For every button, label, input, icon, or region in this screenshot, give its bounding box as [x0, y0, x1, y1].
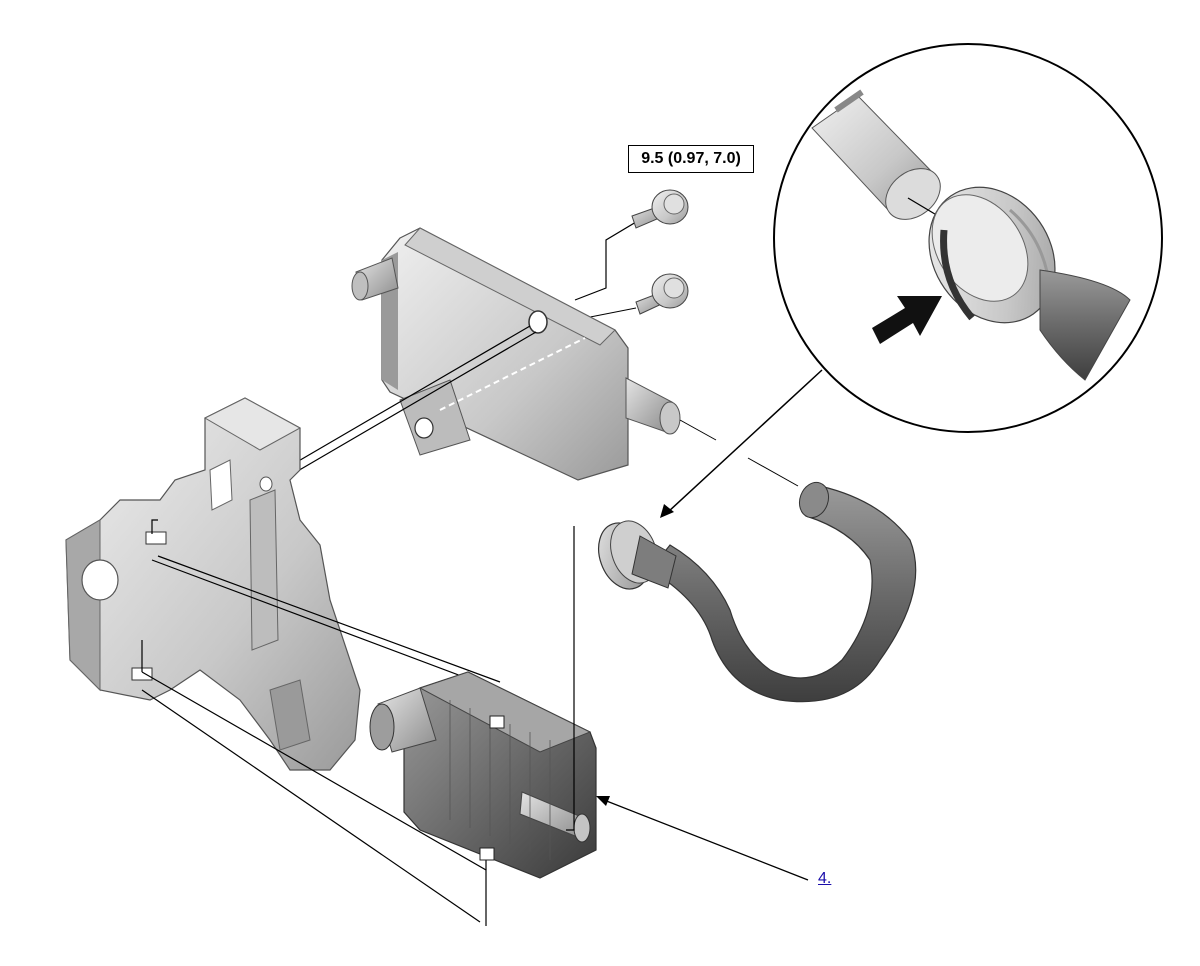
mounting-bracket [65, 397, 361, 771]
detail-leader-arrowhead [660, 504, 674, 518]
hose-guide-line [747, 457, 799, 487]
push-direction-arrow [872, 296, 942, 344]
bolt-lower [635, 273, 689, 315]
detail-leader-line [667, 369, 823, 513]
torque-spec-label: 9.5 (0.97, 7.0) [628, 145, 754, 173]
lower-filter-unit [369, 671, 597, 879]
detail-hose [1039, 269, 1131, 381]
torque-leader [574, 221, 637, 301]
detail-tube-end [811, 89, 941, 220]
detail-view-circle [773, 43, 1163, 433]
hose-assembly [598, 481, 917, 703]
bolt-alignment-line [289, 325, 531, 467]
connector-alignment-line [566, 526, 575, 831]
callout-4-arrowhead [596, 796, 610, 806]
detail-quick-connector [928, 186, 1056, 324]
bolt-upper [631, 189, 689, 229]
callout-4-leader-line [603, 799, 809, 881]
canister-hose-guide [679, 419, 717, 441]
canister-filter [351, 227, 681, 481]
callout-4-link[interactable]: 4. [818, 870, 832, 887]
